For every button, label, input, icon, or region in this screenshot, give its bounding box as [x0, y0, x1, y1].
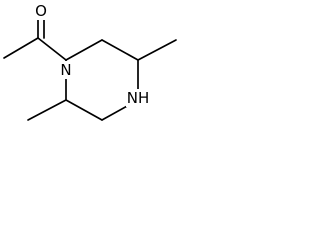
- bond-nitrogen-to-c2: [65, 39, 103, 61]
- bond-carbonyl-to-nitrogen: [37, 37, 67, 61]
- amine-nh-atom-label: NH: [127, 89, 150, 107]
- nitrogen-label-mask: [58, 61, 74, 79]
- nh-label-mask: [126, 89, 150, 107]
- oxygen-atom-label: O: [35, 2, 47, 20]
- acyl-nitrogen-atom-label: N: [60, 61, 71, 79]
- bond-c2-to-c3: [101, 39, 139, 61]
- bond-c6-methyl: [27, 99, 67, 121]
- chemical-structure-diagram: O N NH: [3, 2, 177, 121]
- bond-c5-to-c6: [65, 99, 103, 121]
- bond-methyl-to-carbonyl: [3, 37, 39, 59]
- bond-c3-methyl: [137, 39, 177, 61]
- oxygen-label-mask: [33, 2, 49, 20]
